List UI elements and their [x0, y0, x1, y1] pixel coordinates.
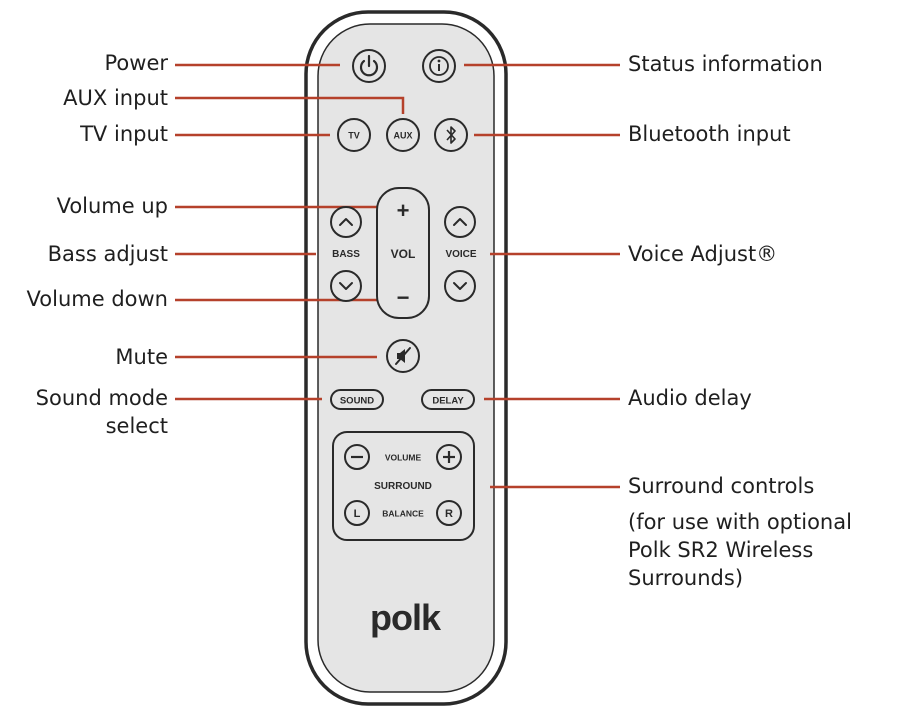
callout-surround-note-line2: Polk SR2 Wireless: [628, 538, 814, 562]
power-button[interactable]: [352, 49, 386, 83]
chevron-down-icon: [453, 282, 467, 290]
sound-button[interactable]: SOUND: [330, 389, 384, 410]
status-button[interactable]: [422, 49, 456, 83]
mute-icon: [395, 347, 411, 365]
balance-right-button[interactable]: R: [436, 500, 462, 526]
volume-up-button[interactable]: +: [397, 198, 410, 223]
callout-mute: Mute: [115, 345, 168, 369]
callout-volume-up: Volume up: [56, 194, 168, 218]
chevron-down-icon: [339, 282, 353, 290]
surround-panel: VOLUME SURROUND L BALANCE R: [332, 431, 475, 541]
callout-tv-input: TV input: [80, 122, 168, 146]
surround-volume-down-button[interactable]: [344, 444, 370, 470]
leader-lines: [175, 63, 620, 489]
callout-bluetooth-input: Bluetooth input: [628, 122, 791, 146]
volume-rocker[interactable]: + VOL −: [376, 187, 430, 319]
callout-sound-mode-line1: Sound mode: [35, 386, 168, 410]
vol-label: VOL: [391, 247, 416, 261]
mute-button[interactable]: [386, 339, 420, 373]
callout-voice-adjust: Voice Adjust®: [628, 242, 778, 266]
surround-label: SURROUND: [374, 481, 432, 492]
aux-button[interactable]: AUX: [386, 118, 420, 152]
surround-volume-label: VOLUME: [385, 453, 422, 463]
voice-down-button[interactable]: [444, 270, 476, 302]
bass-down-button[interactable]: [330, 270, 362, 302]
callout-surround-note-line1: (for use with optional: [628, 510, 852, 534]
voice-up-button[interactable]: [444, 206, 476, 238]
delay-button[interactable]: DELAY: [421, 389, 475, 410]
volume-down-button[interactable]: −: [397, 285, 410, 310]
callout-surround-note-line3: Surrounds): [628, 566, 744, 590]
chevron-up-icon: [339, 218, 353, 226]
plus-icon: [443, 451, 455, 463]
balance-left-label: L: [354, 508, 361, 520]
callout-sound-mode-line2: select: [105, 414, 168, 438]
delay-button-label: DELAY: [432, 396, 464, 407]
callout-sound-mode: Sound mode select: [36, 384, 168, 440]
balance-left-button[interactable]: L: [344, 500, 370, 526]
callout-aux-input: AUX input: [63, 86, 168, 110]
sound-button-label: SOUND: [340, 396, 374, 407]
leader-aux: [175, 96, 405, 114]
balance-right-label: R: [445, 508, 453, 520]
bluetooth-button[interactable]: [434, 118, 468, 152]
bluetooth-icon: [446, 126, 456, 144]
callout-surround-controls: Surround controls: [628, 474, 815, 498]
info-icon: [429, 56, 449, 76]
bass-up-button[interactable]: [330, 206, 362, 238]
callout-surround-note: (for use with optional Polk SR2 Wireless…: [628, 508, 852, 592]
balance-label: BALANCE: [382, 509, 424, 519]
surround-volume-up-button[interactable]: [436, 444, 462, 470]
bass-label: BASS: [332, 249, 360, 260]
tv-button-label: TV: [348, 131, 360, 141]
callout-volume-down: Volume down: [26, 287, 168, 311]
callout-bass-adjust: Bass adjust: [47, 242, 168, 266]
brand-logo: polk: [370, 597, 442, 638]
aux-button-label: AUX: [393, 131, 412, 141]
tv-button[interactable]: TV: [337, 118, 371, 152]
callout-audio-delay: Audio delay: [628, 386, 752, 410]
voice-label: VOICE: [445, 249, 476, 260]
callout-status-information: Status information: [628, 52, 823, 76]
power-icon: [359, 59, 379, 77]
callout-power: Power: [104, 51, 169, 75]
chevron-up-icon: [453, 218, 467, 226]
